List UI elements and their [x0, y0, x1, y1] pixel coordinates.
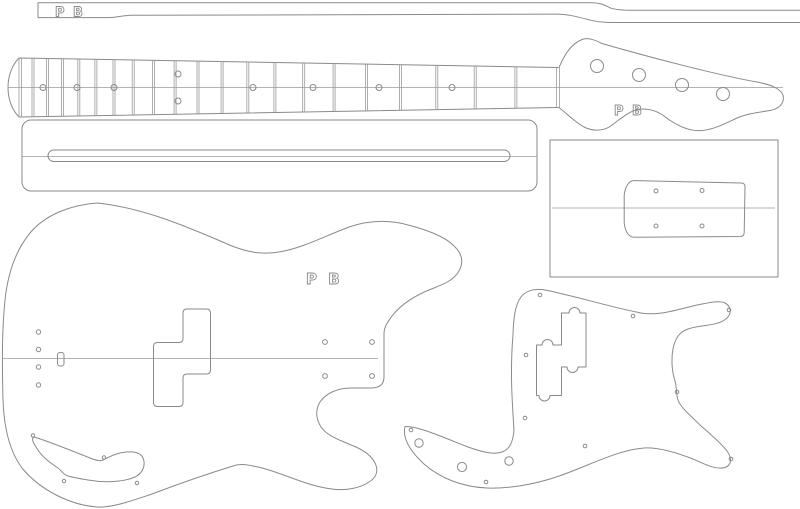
pickguard-template: [403, 288, 734, 489]
inlay-dots: [39, 70, 456, 105]
bridge-screw-hole: [35, 382, 42, 388]
cavity-screw-hole: [30, 433, 36, 438]
pickup-screw-hole: [699, 188, 705, 193]
neck-side-profile-template: P B: [37, 2, 800, 23]
wire-channel-slot: [57, 352, 65, 367]
pickup-screw-hole: [653, 188, 659, 194]
pickguard-outline: [403, 288, 731, 489]
inlay-dot: [73, 84, 81, 91]
inlay-dot: [448, 84, 456, 91]
pickup-screw-hole: [699, 223, 705, 229]
neck-screw-hole: [322, 339, 328, 345]
pickguard-screw-hole: [728, 456, 734, 462]
body-outline: [1, 202, 463, 508]
fretboard-blank-template: [21, 119, 538, 192]
body-template: P B: [1, 202, 463, 508]
cavity-screw-hole: [134, 480, 140, 486]
pickguard-screw-hole: [674, 389, 680, 395]
neck-screw-hole: [322, 373, 328, 379]
truss-rod-slot: [47, 149, 511, 162]
headstock-outline: [558, 38, 784, 132]
inlay-dot: [110, 84, 118, 91]
pickup-template-frame: [549, 139, 779, 278]
pickguard-screw-hole: [523, 352, 529, 358]
pickguard-screw-hole: [483, 479, 489, 485]
inlay-dot: [309, 84, 317, 91]
tuner-hole: [632, 68, 646, 82]
bridge-screw-hole: [35, 329, 42, 335]
pickup-screw-hole: [653, 223, 659, 229]
inlay-dot: [39, 84, 47, 91]
control-cavity: [32, 436, 145, 483]
fret-lines: [31, 58, 518, 117]
side-profile-label: P B: [55, 6, 85, 21]
pot-hole: [456, 461, 468, 473]
pickguard-pickup-cutout: [536, 307, 587, 402]
jack-hole: [504, 456, 514, 466]
pickguard-screw-hole: [726, 307, 732, 313]
bridge-screw-hole: [35, 364, 42, 370]
pickup-routing-template: [549, 139, 779, 278]
headstock-label: P B: [614, 104, 644, 119]
pickguard-screw-hole: [522, 415, 528, 421]
body-label: P B: [306, 270, 343, 288]
tuner-hole: [675, 78, 689, 92]
pickguard-screw-hole: [630, 313, 636, 319]
cavity-screw-hole: [61, 478, 67, 484]
pickup-rout: [153, 308, 211, 407]
neck-screw-hole: [369, 339, 375, 345]
inlay-dot: [174, 70, 182, 78]
inlay-dot: [375, 84, 383, 91]
neck-fretboard-template: P B: [7, 38, 784, 132]
pickguard-screw-hole: [408, 427, 414, 433]
neck-screw-hole: [369, 373, 375, 379]
inlay-dot: [174, 97, 182, 105]
pickguard-screw-hole: [537, 292, 543, 298]
side-profile-outline: [37, 2, 800, 23]
pickguard-screw-hole: [582, 443, 588, 449]
tuner-hole: [716, 87, 730, 101]
pot-hole: [414, 438, 424, 448]
nut-line: [556, 67, 560, 108]
pickup-shape: [623, 180, 746, 238]
bridge-screw-hole: [35, 346, 42, 353]
cavity-screw-hole: [101, 455, 107, 460]
tuner-hole: [590, 59, 604, 73]
blank-outline: [21, 119, 538, 192]
inlay-dot: [249, 84, 257, 91]
